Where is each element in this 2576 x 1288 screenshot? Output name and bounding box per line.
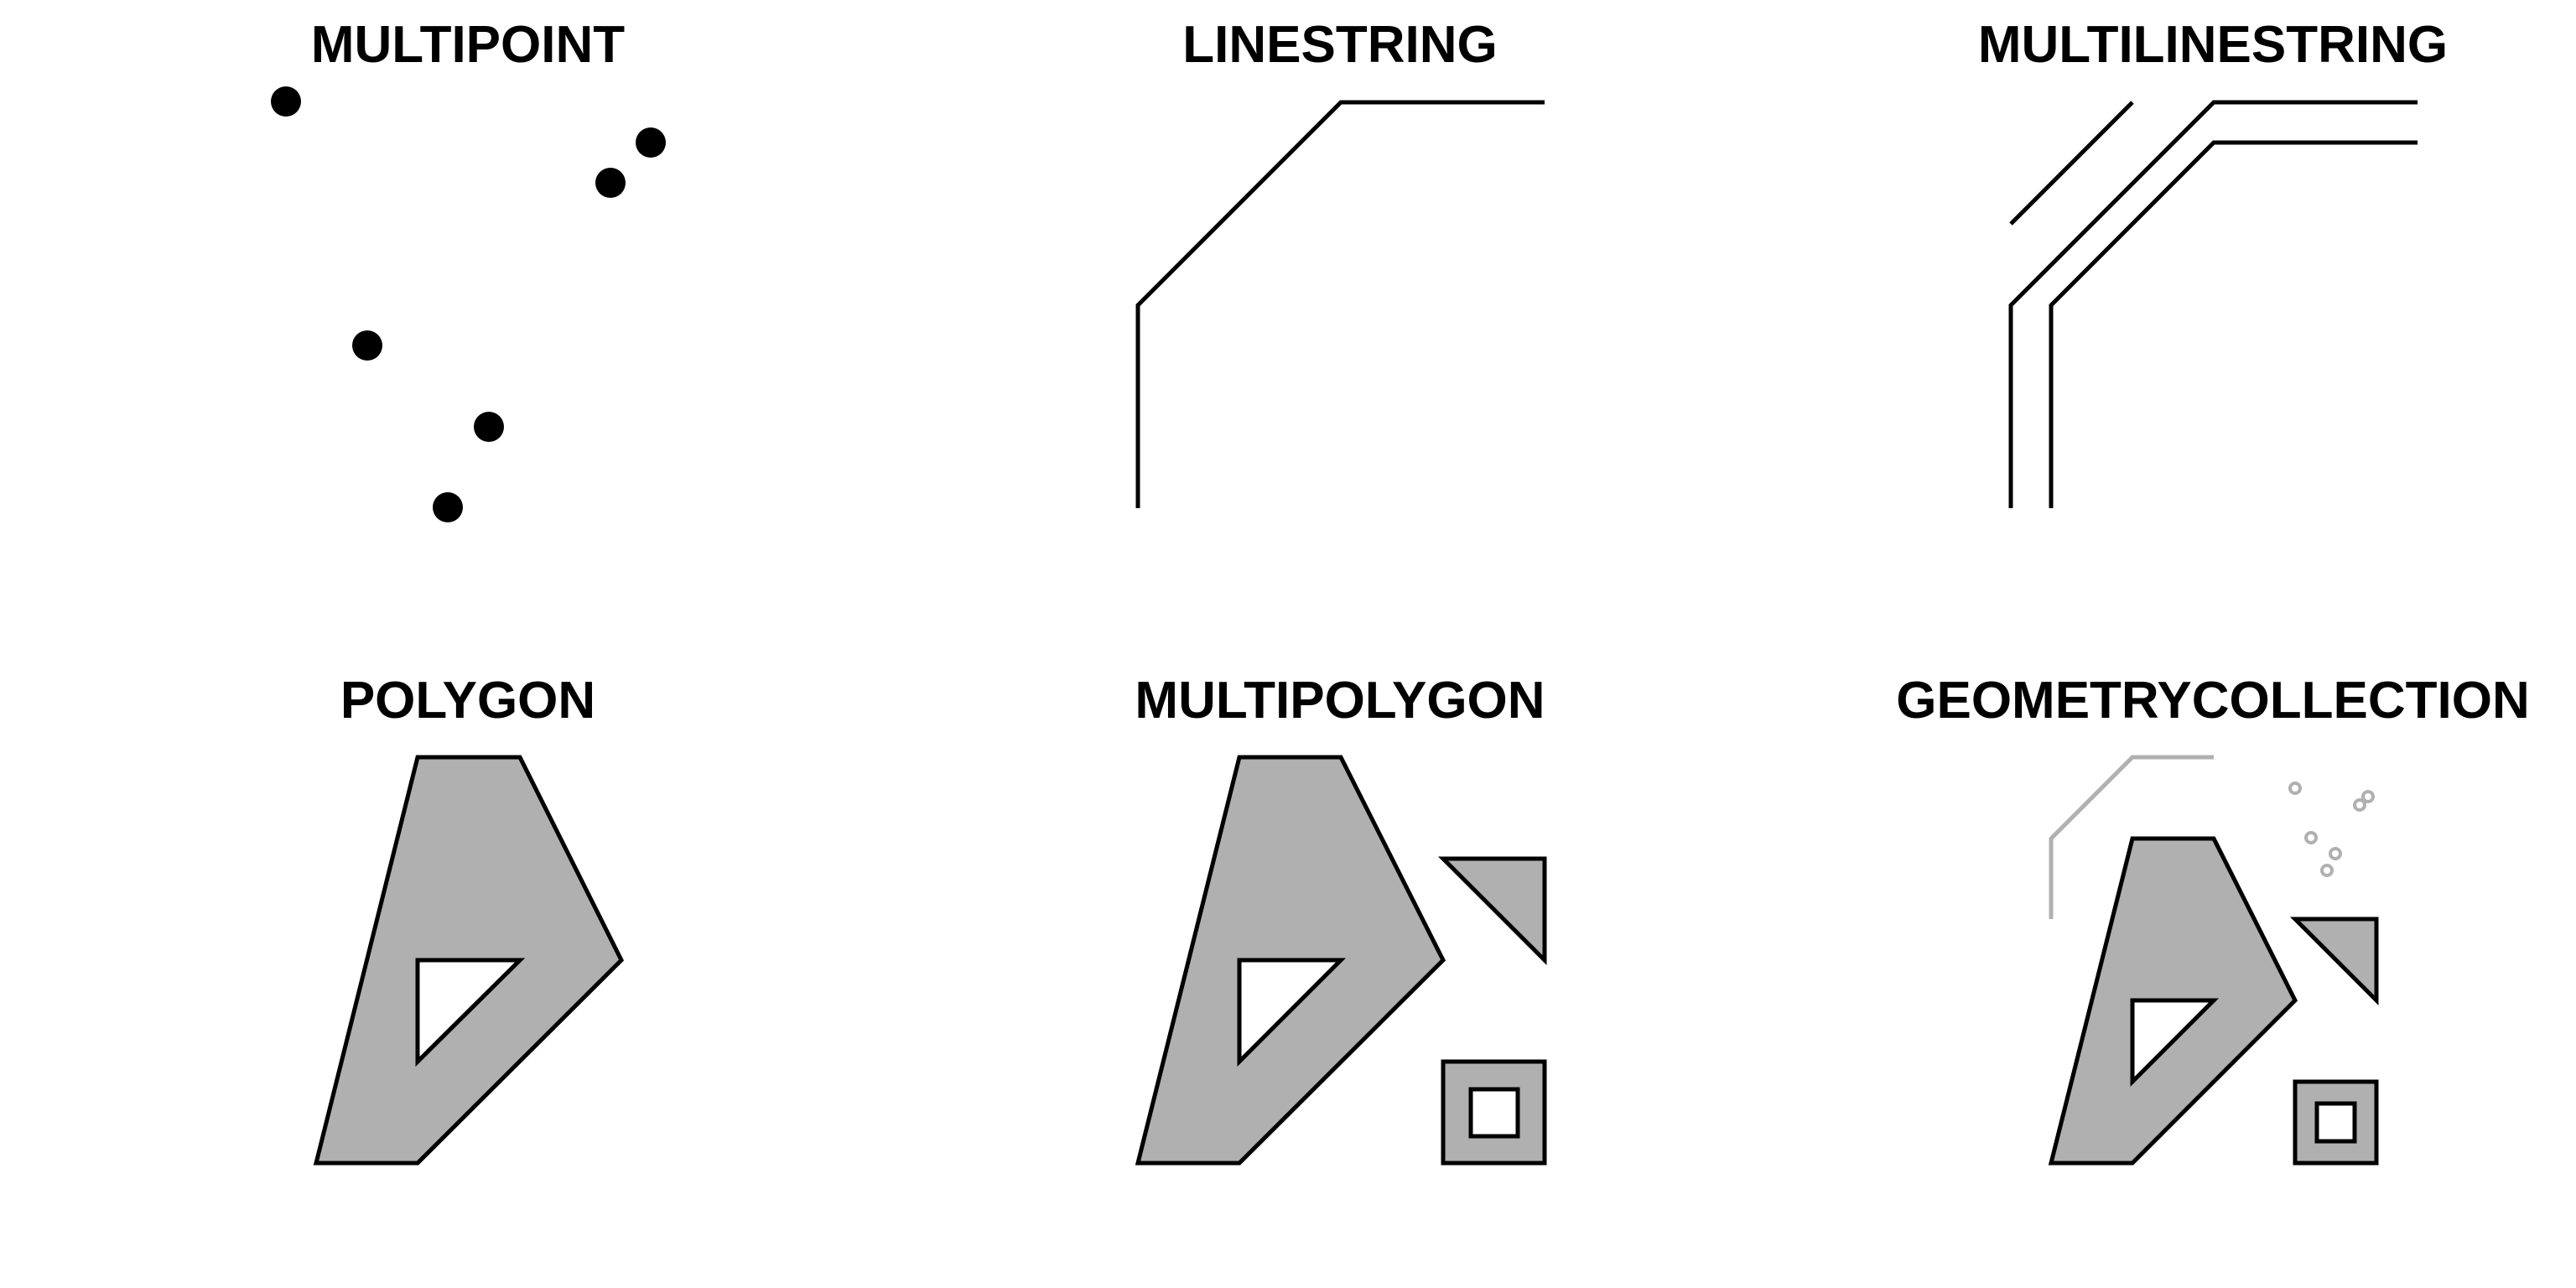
line [2049, 140, 2418, 508]
square-hole [1468, 1087, 1520, 1139]
polygon-hole [415, 958, 526, 1067]
faded-point [2329, 847, 2342, 860]
point [433, 492, 463, 522]
point [474, 412, 504, 442]
polygon-hole [1237, 958, 1347, 1067]
multipoint-panel: MULTIPOINT [271, 16, 666, 522]
faded-point [2288, 782, 2302, 795]
square-hole [2314, 1101, 2357, 1144]
linestring-title: LINESTRING [1182, 16, 1497, 74]
geometrycollection-title: GEOMETRYCOLLECTION [1896, 672, 2529, 730]
line [2008, 100, 2418, 508]
faded-linestring [2049, 755, 2214, 919]
line [2009, 101, 2134, 226]
polygon-hole [2130, 998, 2220, 1088]
polygon-title: POLYGON [340, 672, 595, 730]
point [352, 330, 382, 361]
faded-point [2353, 798, 2366, 812]
geometrycollection-panel: GEOMETRYCOLLECTION [1896, 672, 2530, 1166]
multipoint-title: MULTIPOINT [311, 16, 625, 74]
point [271, 86, 301, 117]
triangle-polygon [2289, 917, 2379, 1006]
line [1135, 100, 1545, 508]
faded-point [2304, 831, 2318, 844]
triangle-polygon [1437, 856, 1547, 966]
point [595, 168, 626, 198]
point [636, 127, 666, 158]
faded-point [2320, 864, 2334, 877]
faded-point [2361, 790, 2375, 803]
linestring-panel: LINESTRING [1135, 16, 1545, 508]
multipolygon-title: MULTIPOLYGON [1135, 672, 1545, 730]
multilinestring-panel: MULTILINESTRING [1978, 16, 2448, 508]
multilinestring-title: MULTILINESTRING [1978, 16, 2448, 74]
polygon-panel: POLYGON [313, 672, 625, 1166]
multipolygon-panel: MULTIPOLYGON [1135, 672, 1547, 1166]
